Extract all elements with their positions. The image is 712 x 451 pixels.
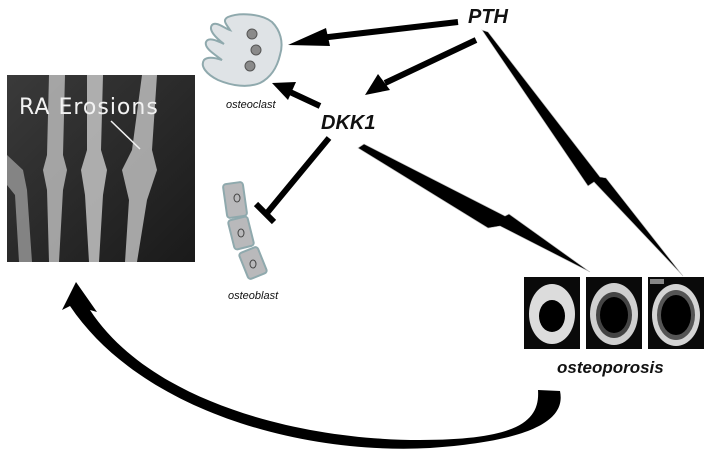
osteoclast-nucleus	[244, 60, 256, 72]
osteoporosis-label: osteoporosis	[557, 358, 664, 377]
osteoblast-nucleus	[233, 193, 241, 203]
pth-label: PTH	[468, 6, 508, 28]
osteoblast-cells	[222, 181, 268, 280]
dkk1-label: DKK1	[321, 112, 376, 134]
bone-section-2	[586, 277, 642, 349]
xray-bones	[7, 75, 195, 262]
inhibit-dkk1-to-osteoblast	[253, 136, 332, 225]
osteoclast-label: osteoclast	[226, 99, 276, 111]
arrow-dkk1-to-osteoclast	[272, 82, 322, 109]
bone-section-1	[524, 277, 580, 349]
bone-section-3	[648, 277, 704, 349]
arrow-osteoporosis-to-ra	[62, 282, 561, 449]
osteoblast-cell	[222, 181, 248, 219]
bone-section-image	[529, 284, 575, 344]
arrow-pth-to-osteoporosis	[481, 29, 684, 277]
bone-section-image	[590, 283, 638, 345]
arrow-pth-to-dkk1	[365, 37, 478, 95]
osteoblast-cell	[238, 246, 268, 280]
osteoclast-cell	[201, 13, 283, 87]
osteoclast-nucleus	[246, 28, 258, 40]
osteoclast-body	[201, 13, 283, 87]
bone-section-image	[650, 279, 700, 346]
osteoblast-label: osteoblast	[228, 290, 279, 302]
ra-erosions-label: RA Erosions	[19, 95, 159, 120]
ra-xray-image: RA Erosions	[7, 75, 195, 262]
osteoblast-nucleus	[249, 259, 257, 269]
osteoblast-nucleus	[237, 228, 245, 238]
arrow-pth-to-osteoclast	[288, 19, 459, 46]
osteoclast-nucleus	[250, 44, 262, 56]
arrow-dkk1-to-osteoporosis	[357, 143, 591, 273]
osteoblast-cell	[227, 215, 255, 251]
